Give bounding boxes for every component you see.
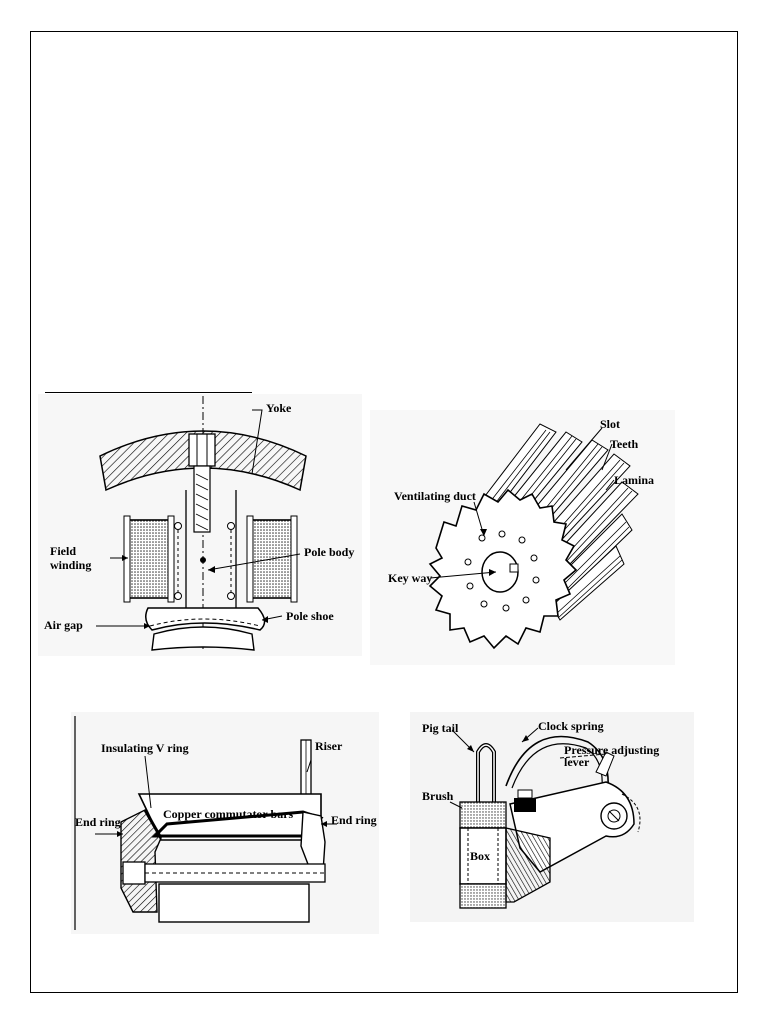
teeth-label: Teeth <box>610 437 639 451</box>
pig-tail-label: Pig tail <box>422 721 459 735</box>
commutator-drawing <box>74 716 337 930</box>
copper-commutator-bars-label: Copper commutator bars <box>163 807 294 821</box>
brush-label: Brush <box>422 789 454 803</box>
air-gap-label: Air gap <box>44 618 83 632</box>
pole-assembly-drawing <box>96 396 307 652</box>
armature-core-drawing <box>428 423 639 650</box>
brush-holder-drawing <box>449 727 641 909</box>
brush-holder-diagram: Pig tail Clock spring Pressure adjusting… <box>410 712 694 922</box>
riser-label: Riser <box>315 739 343 753</box>
insulating-v-ring-label: Insulating V ring <box>101 741 189 755</box>
section-rule <box>45 392 252 393</box>
end-ring-left-label: End ring <box>75 815 121 829</box>
pole-assembly-diagram: Yoke Field winding Pole body Air gap Pol… <box>38 394 362 656</box>
end-ring-right-label: End ring <box>331 813 377 827</box>
armature-core-diagram: Slot Teeth Lamina Ventilating duct Key w… <box>370 410 675 665</box>
box-label: Box <box>470 849 491 863</box>
pressure-adjusting-lever-label: Pressure adjusting lever <box>564 743 660 769</box>
pole-shoe-label: Pole shoe <box>286 609 334 623</box>
key-way-label: Key way <box>388 571 433 585</box>
field-winding-label: Field winding <box>50 544 92 572</box>
ventilating-duct-label: Ventilating duct <box>394 489 476 503</box>
slot-label: Slot <box>600 417 621 431</box>
yoke-label: Yoke <box>266 401 292 415</box>
page-frame <box>30 31 738 993</box>
pole-body-label: Pole body <box>304 545 355 559</box>
lamina-label: Lamina <box>614 473 655 487</box>
clock-spring-label: Clock spring <box>538 719 604 733</box>
commutator-diagram: Insulating V ring Riser Copper commutato… <box>71 712 379 934</box>
